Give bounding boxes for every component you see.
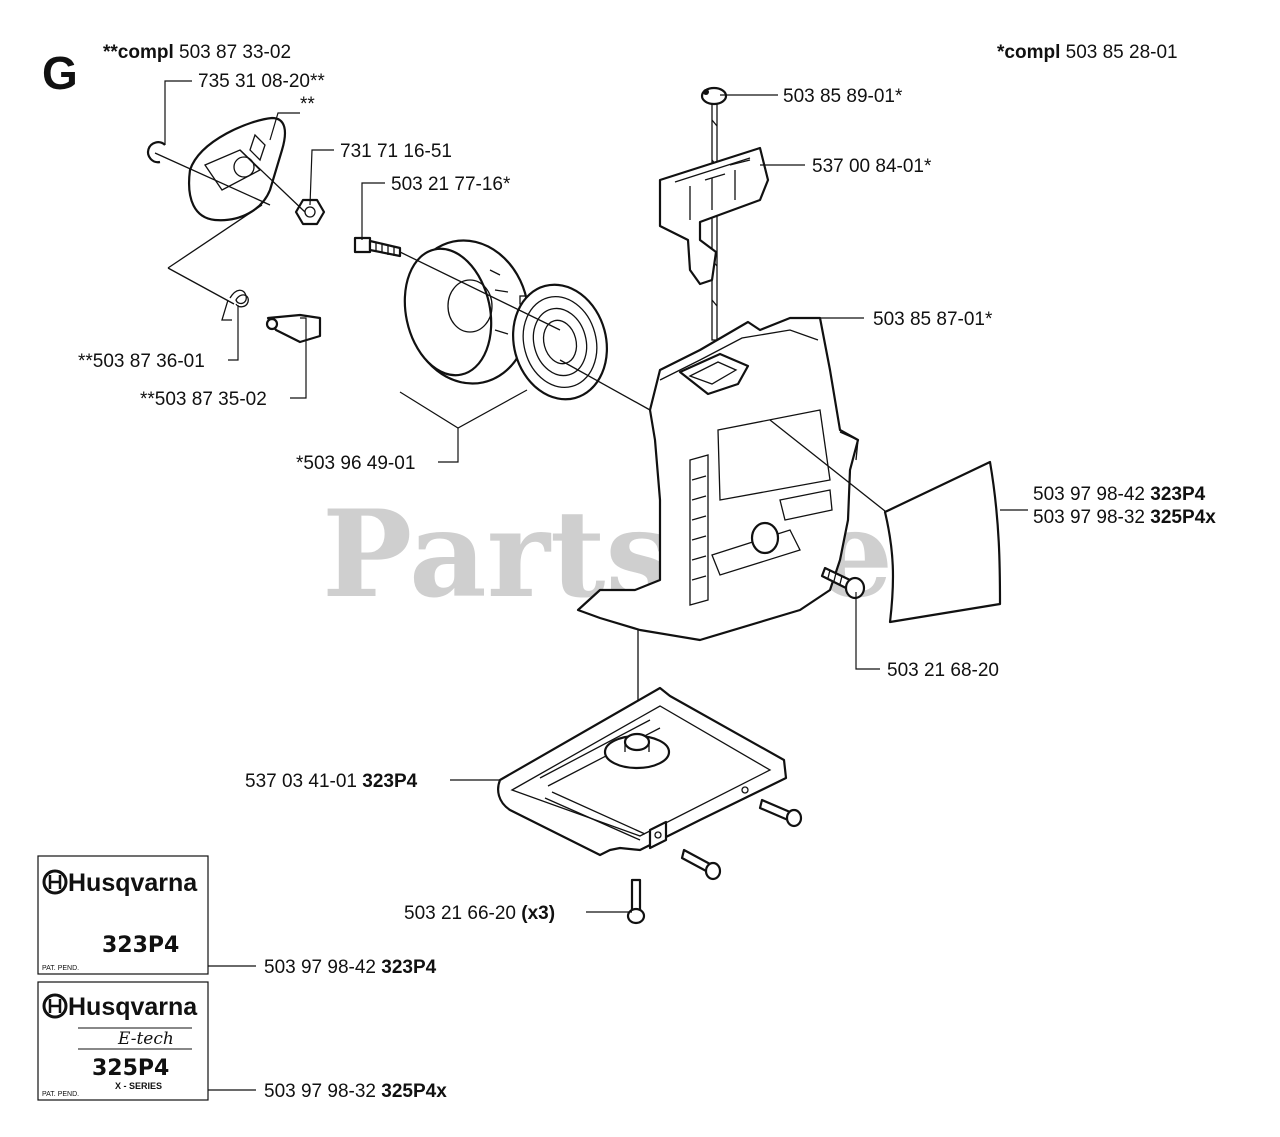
decal-note-2: PAT. PEND.	[42, 1091, 79, 1098]
label-503-96-49-01: *503 96 49-01	[296, 453, 415, 474]
section-letter: G	[42, 47, 78, 99]
starter-housing-part	[576, 316, 860, 642]
rope-part	[711, 97, 718, 341]
label-503-87-36-01: **503 87 36-01	[78, 351, 205, 372]
label-503-21-66-20: 503 21 66-20 (x3)	[404, 903, 555, 924]
label-double-asterisk: **	[300, 94, 315, 115]
circlip-part	[146, 141, 166, 164]
decal-323p4: Husqvarna 323P4 PAT. PEND.	[37, 855, 209, 975]
label-503-85-89-01: 503 85 89-01*	[783, 86, 903, 107]
rope-pulley-part	[403, 239, 530, 385]
label-decal-323p4-housing: 503 97 98-42 323P4	[1033, 484, 1206, 505]
screw-part	[353, 236, 402, 258]
decal-brand-1: Husqvarna	[68, 869, 198, 897]
label-decal-323p4: 503 97 98-42 323P4	[264, 957, 437, 978]
label-537-00-84-01: 537 00 84-01*	[812, 156, 932, 177]
decal-line-2: E-tech	[117, 1029, 174, 1049]
label-decal-325p4x-housing: 503 97 98-32 325P4x	[1033, 507, 1216, 528]
recoil-spring-part	[512, 283, 608, 401]
kit-label-right: *compl 503 85 28-01	[997, 42, 1178, 63]
leader-lines	[164, 80, 1028, 1091]
housing-screw-part	[820, 566, 866, 600]
decal-model-2: 325P4	[92, 1056, 169, 1081]
label-503-21-77-16: 503 21 77-16*	[391, 174, 511, 195]
decal-brand-2: Husqvarna	[68, 993, 198, 1021]
decal-325p4x: Husqvarna E-tech 325P4 X - SERIES PAT. P…	[37, 981, 209, 1101]
label-731-71-16-51: 731 71 16-51	[340, 141, 452, 162]
nut-part	[294, 198, 326, 226]
decal-model-1: 323P4	[102, 933, 179, 958]
pawl-part	[265, 313, 322, 344]
rope-clip-part	[700, 86, 728, 106]
decal-series-2: X - SERIES	[115, 1081, 162, 1091]
base-plate-part	[497, 686, 788, 857]
label-503-87-35-02: **503 87 35-02	[140, 389, 267, 410]
kit-label-left: **compl 503 87 33-02	[103, 42, 291, 63]
pawl-cover-part	[188, 116, 287, 222]
decal-note-1: PAT. PEND.	[42, 965, 79, 972]
label-735-31-08-20: 735 31 08-20**	[198, 71, 325, 92]
starter-handle-part	[658, 146, 770, 286]
spring-part	[221, 289, 249, 321]
label-503-21-68-20: 503 21 68-20	[887, 660, 999, 681]
label-537-03-41-01: 537 03 41-01 323P4	[245, 771, 418, 792]
housing-decal-part	[883, 460, 1002, 624]
label-decal-325p4x: 503 97 98-32 325P4x	[264, 1081, 447, 1102]
label-503-85-87-01: 503 85 87-01*	[873, 309, 993, 330]
